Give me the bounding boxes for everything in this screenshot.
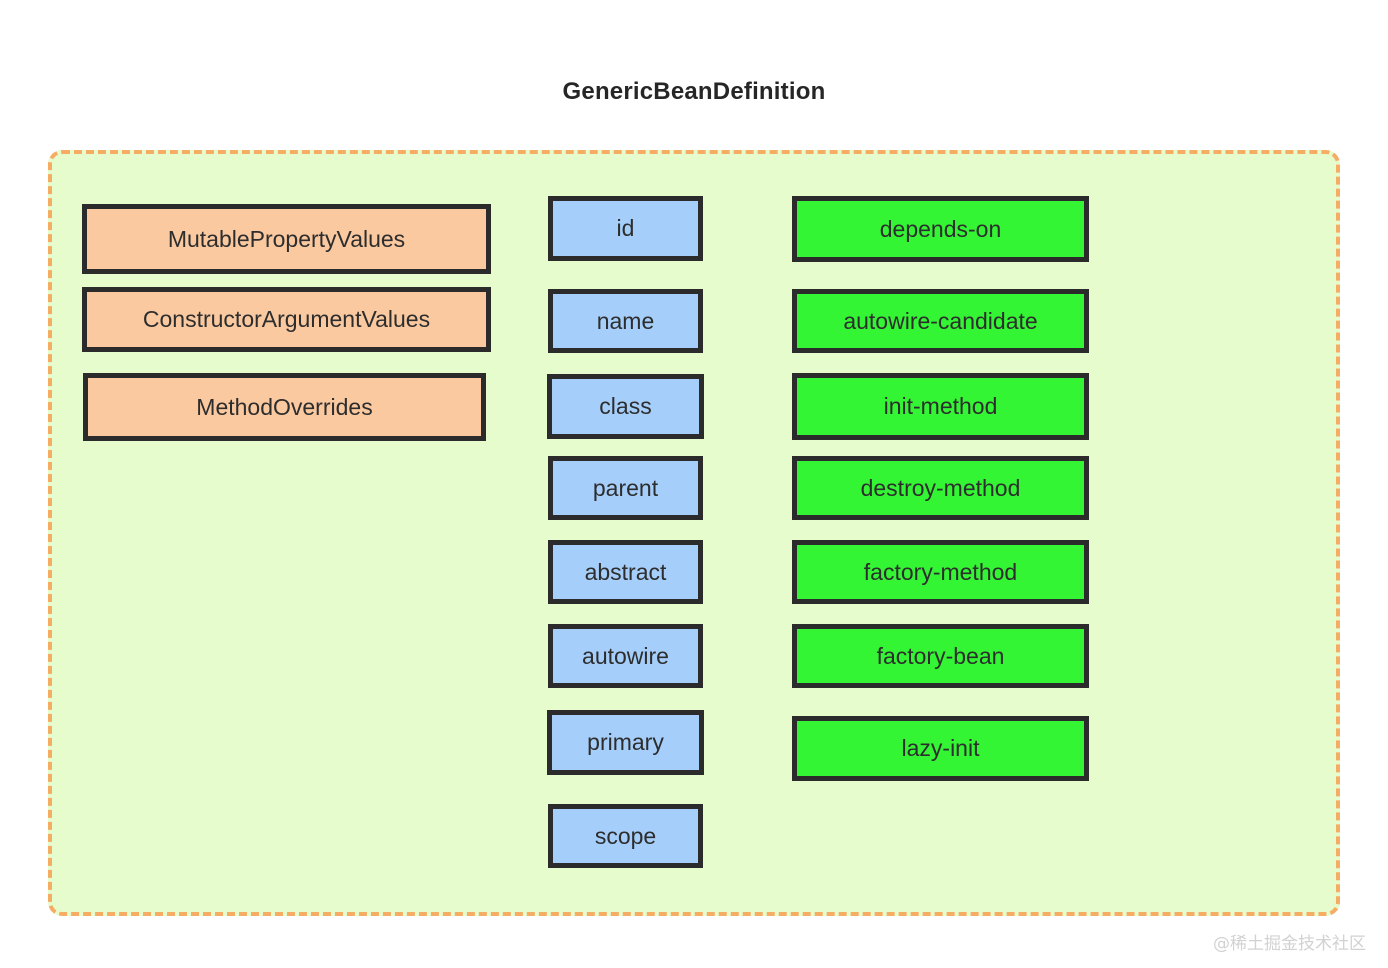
node-label: class [599,393,652,419]
node-autowire-candidate[interactable]: autowire-candidate [792,289,1089,353]
node-label: depends-on [879,215,1002,242]
node-abstract[interactable]: abstract [548,540,703,604]
node-factory-bean[interactable]: factory-bean [792,624,1089,688]
node-label: scope [594,822,657,849]
node-label: autowire-candidate [843,307,1038,334]
node-label: destroy-method [860,474,1021,501]
node-label: name [596,307,655,334]
node-label: MethodOverrides [196,393,373,420]
node-primary[interactable]: primary [547,710,704,775]
node-constructorargumentvalues[interactable]: ConstructorArgumentValues [82,287,491,352]
node-label: MutablePropertyValues [167,225,406,252]
node-init-method[interactable]: init-method [792,373,1089,440]
node-lazy-init[interactable]: lazy-init [792,716,1089,781]
node-parent[interactable]: parent [548,456,703,520]
node-autowire[interactable]: autowire [548,624,703,688]
node-label: id [616,215,635,241]
node-depends-on[interactable]: depends-on [792,196,1089,262]
node-class[interactable]: class [547,374,704,439]
watermark: @稀土掘金技术社区 [1213,934,1366,954]
node-label: factory-bean [876,642,1005,669]
node-methodoverrides[interactable]: MethodOverrides [83,373,486,441]
node-name[interactable]: name [548,289,703,353]
node-label: lazy-init [901,735,980,761]
node-label: primary [587,729,664,755]
node-id[interactable]: id [548,196,703,261]
node-label: autowire [582,642,669,669]
node-scope[interactable]: scope [548,804,703,868]
node-label: init-method [883,393,998,419]
node-label: parent [592,474,659,501]
node-mutablepropertyvalues[interactable]: MutablePropertyValues [82,204,491,274]
node-label: factory-method [863,558,1018,585]
node-label: ConstructorArgumentValues [142,306,431,332]
node-label: abstract [584,558,667,585]
node-factory-method[interactable]: factory-method [792,540,1089,604]
node-destroy-method[interactable]: destroy-method [792,456,1089,520]
page-title: GenericBeanDefinition [562,78,826,105]
